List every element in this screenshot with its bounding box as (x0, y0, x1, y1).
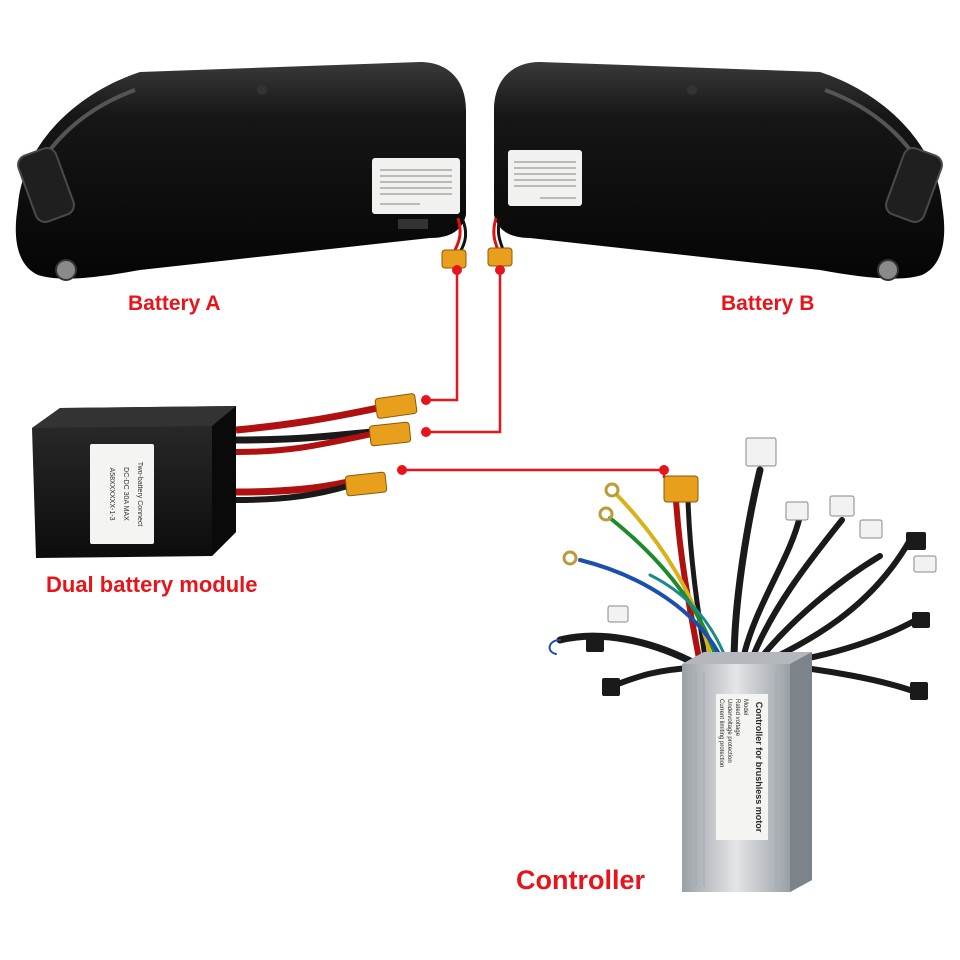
battery-a-connector (441, 249, 467, 269)
controller-sticker-title: Controller for brushless motor (754, 702, 764, 833)
line-module-to-controller (402, 468, 666, 478)
controller-power-connector (663, 475, 699, 503)
phase-terminal-green (598, 506, 614, 522)
battery-a-label: Battery A (128, 292, 221, 315)
module-sticker-line1: Two-battery Connect (136, 462, 143, 527)
connection-dots (397, 265, 669, 475)
module-sticker-line3: A58XXXXXX-1-3 (108, 468, 115, 521)
line-battery-a-to-module (426, 270, 459, 402)
controller-sticker-line2: Rated voltage (734, 699, 740, 737)
battery-a-lock-icon (55, 259, 77, 281)
module-output-connector (344, 471, 388, 497)
controller-label: Controller (516, 865, 646, 895)
battery-b-label: Battery B (721, 292, 815, 315)
dual-battery-module-label: Dual battery module (46, 572, 258, 597)
controller-sticker-line4: Current limiting protection (718, 699, 724, 767)
battery-b (494, 62, 945, 281)
controller-sticker-line1: Model (742, 699, 748, 715)
module-input-b-connector (368, 421, 412, 447)
phase-terminal-yellow (604, 482, 620, 498)
module-sticker-line2: DC-DC 30A MAX (122, 467, 129, 521)
harness-connectors (562, 437, 937, 700)
module-input-a-connector (374, 393, 418, 419)
module-sticker (90, 444, 154, 544)
connection-lines (402, 270, 666, 478)
battery-b-lock-icon (877, 259, 899, 281)
battery-a-sticker (372, 158, 460, 214)
controller-sticker-line3: Undervoltage protection (726, 699, 732, 763)
battery-b-connector (487, 247, 513, 267)
controller: Controller for brushless motor Model Rat… (682, 652, 812, 892)
battery-b-lead (487, 217, 513, 267)
battery-a (15, 62, 467, 281)
controller-sticker (716, 694, 768, 840)
module-cables (235, 393, 418, 503)
line-battery-b-to-module (426, 270, 502, 434)
battery-b-sticker (508, 150, 582, 206)
phase-terminal-blue (562, 550, 578, 566)
dual-battery-module: Two-battery Connect DC-DC 30A MAX A58XXX… (32, 406, 236, 558)
